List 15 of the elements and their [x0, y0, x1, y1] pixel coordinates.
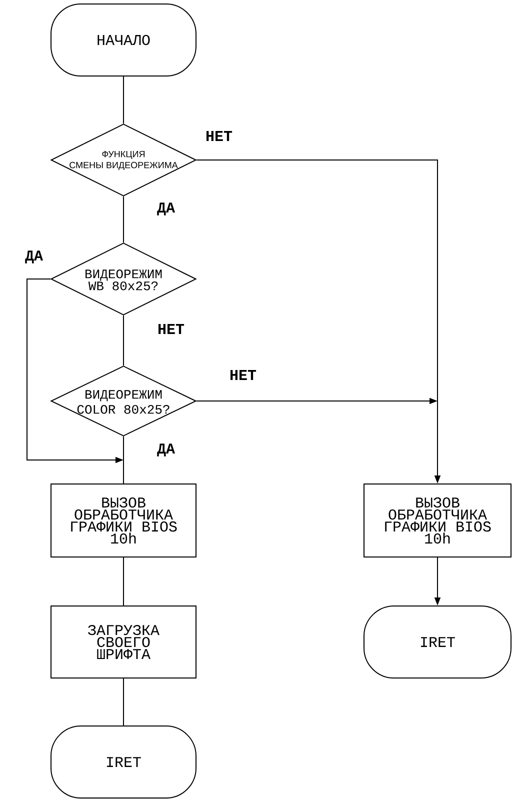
process-box: ВЫЗОВ ОБРАБОТЧИКА ГРАФИКИ BIOS 10h	[50, 484, 196, 558]
edge-label: ДА	[157, 202, 175, 216]
process-box: ВЫЗОВ ОБРАБОТЧИКА ГРАФИКИ BIOS 10h	[364, 484, 512, 558]
connector-line	[123, 196, 124, 243]
edge-label: ДА	[25, 250, 43, 264]
edge-label: НЕТ	[206, 131, 232, 141]
process-box: ЗАГРУЗКА СВОЕГО ШРИФТА	[50, 606, 196, 678]
connector-line	[123, 315, 124, 366]
edge-label: ДА	[157, 444, 175, 456]
connector-line	[123, 436, 124, 484]
connector-line	[123, 678, 124, 726]
connector-line	[123, 76, 124, 124]
connector-line	[123, 557, 124, 606]
edge-label: НЕТ	[158, 324, 184, 334]
edge-label: НЕТ	[230, 370, 256, 380]
